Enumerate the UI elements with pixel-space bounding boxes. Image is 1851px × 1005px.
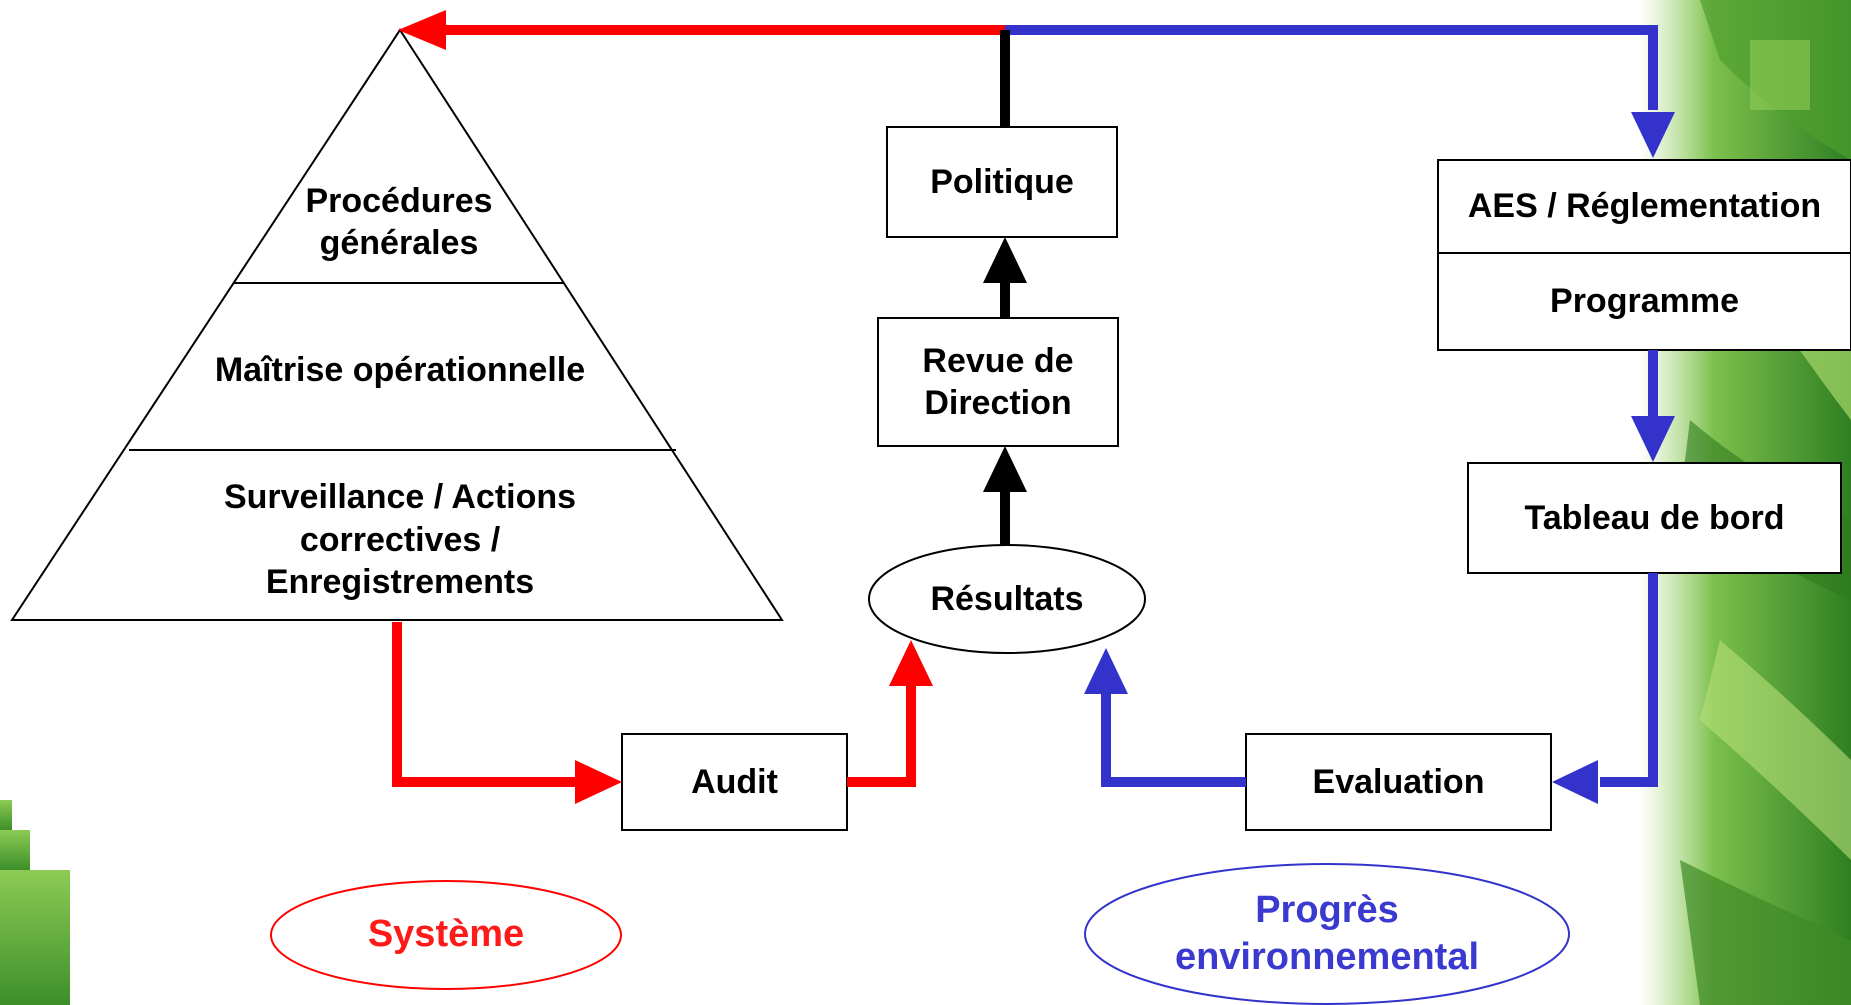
progres-environnemental-label: Progrès environnemental (1174, 888, 1480, 979)
ellipse-systeme (270, 880, 622, 990)
red-arrowheads (398, 10, 933, 804)
systeme-label: Système (367, 913, 525, 956)
red-flow-arrows (392, 25, 1005, 787)
audit-label: Audit (691, 762, 778, 801)
pyramid-surveillance-label: Surveillance / Actions correctives / Enr… (223, 478, 577, 602)
pyramid-maitrise-label: Maîtrise opérationnelle (214, 350, 586, 389)
ellipse-progres (1084, 863, 1570, 1005)
box-evaluation (1245, 733, 1552, 831)
blue-flow-arrows (1005, 25, 1658, 787)
revue-direction-label: Revue de Direction (922, 341, 1074, 423)
black-arrowheads (983, 237, 1027, 492)
pyramid (10, 28, 784, 621)
box-aes-programme (1437, 159, 1851, 351)
resultats-label: Résultats (930, 579, 1084, 618)
programme-label: Programme (1550, 282, 1739, 321)
green-squares-decoration (0, 800, 70, 1005)
pyramid-procedures-label: Procédures générales (305, 181, 493, 263)
aes-reglementation-label: AES / Réglementation (1467, 187, 1822, 226)
evaluation-label: Evaluation (1312, 762, 1485, 801)
box-politique (886, 126, 1118, 238)
tableau-de-bord-label: Tableau de bord (1524, 498, 1785, 537)
blue-arrowheads (1084, 112, 1675, 804)
box-revue-direction (877, 317, 1119, 447)
box-tableau-de-bord (1467, 462, 1842, 574)
box-audit (621, 733, 848, 831)
politique-label: Politique (930, 162, 1074, 201)
